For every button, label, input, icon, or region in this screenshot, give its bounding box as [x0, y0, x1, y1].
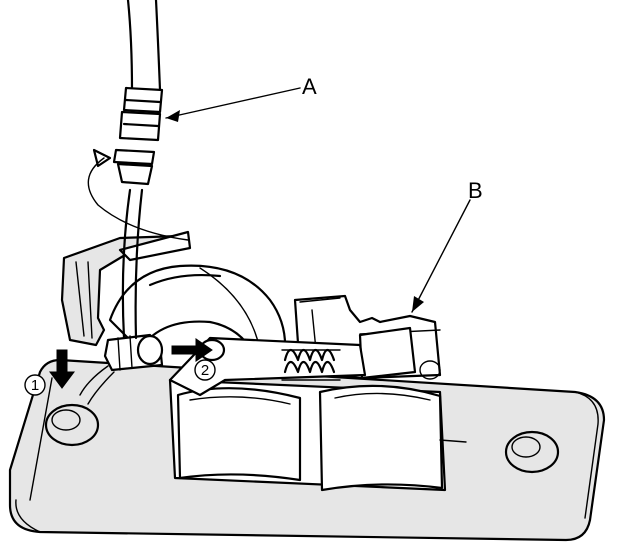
- callout-a-label: A: [302, 74, 317, 99]
- step-two-badge: 2: [194, 359, 216, 381]
- cable-end-fitting: [103, 333, 164, 372]
- latch-cam: [108, 264, 287, 374]
- release-cable: [121, 0, 162, 340]
- step-one-badge: 1: [24, 374, 46, 396]
- callout-b-label: B: [468, 178, 483, 203]
- step-one-pointer: [79, 365, 115, 405]
- step-two-arrow: [171, 338, 213, 362]
- rotation-arrow: [87, 148, 189, 241]
- right-mounting-hole: [504, 430, 560, 474]
- coil-spring: [281, 348, 341, 381]
- callout-a: A: [165, 74, 317, 122]
- step-one-arrow: [49, 349, 75, 389]
- latch-roller-right: [318, 384, 467, 492]
- step-one-label: 1: [31, 377, 39, 394]
- callout-b: B: [411, 178, 483, 313]
- latch-roller-left: [176, 387, 302, 482]
- step-two-label: 2: [201, 362, 209, 379]
- cable-sleeve-a: [118, 86, 164, 142]
- cable-connector-lower: [112, 148, 156, 186]
- left-mounting-hole: [44, 403, 100, 447]
- release-lever: [168, 336, 441, 397]
